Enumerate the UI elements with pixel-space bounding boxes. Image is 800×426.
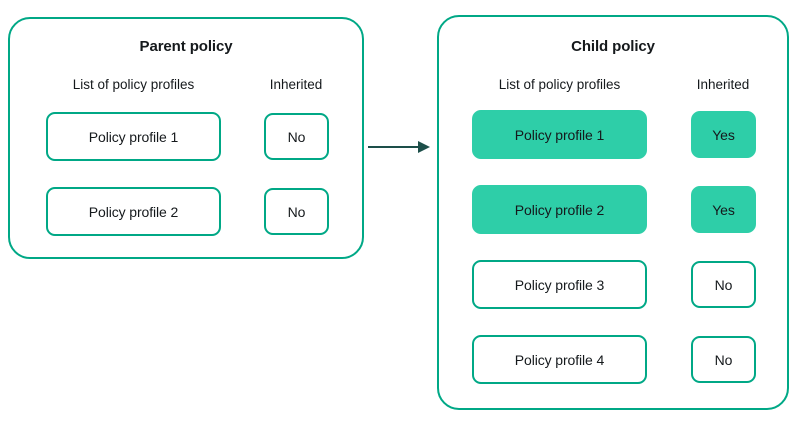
parent-inherited-box-1[interactable]: No (264, 113, 329, 160)
table-row: Policy profile 2 No (46, 187, 362, 237)
child-column-header-inherited: Inherited (696, 77, 750, 92)
child-inherited-box-1[interactable]: Yes (691, 111, 756, 158)
child-profile-box-4[interactable]: Policy profile 4 (472, 335, 647, 384)
parent-policy-panel: Parent policy List of policy profiles In… (8, 17, 364, 259)
table-row: Policy profile 2 Yes (472, 185, 787, 235)
parent-profile-box-2[interactable]: Policy profile 2 (46, 187, 221, 236)
child-policy-panel: Child policy List of policy profiles Inh… (437, 15, 789, 410)
child-column-header-profiles: List of policy profiles (498, 77, 621, 92)
parent-profile-box-1[interactable]: Policy profile 1 (46, 112, 221, 161)
child-inherited-box-3[interactable]: No (691, 261, 756, 308)
table-row: Policy profile 1 Yes (472, 110, 787, 160)
child-inherited-box-4[interactable]: No (691, 336, 756, 383)
table-row: Policy profile 4 No (472, 335, 787, 385)
parent-inherited-box-2[interactable]: No (264, 188, 329, 235)
inheritance-arrow-icon (368, 141, 430, 153)
child-profile-box-1[interactable]: Policy profile 1 (472, 110, 647, 159)
child-policy-title: Child policy (571, 38, 655, 55)
table-row: Policy profile 3 No (472, 260, 787, 310)
child-profile-box-3[interactable]: Policy profile 3 (472, 260, 647, 309)
parent-column-header-inherited: Inherited (269, 77, 323, 92)
parent-column-header-profiles: List of policy profiles (72, 77, 195, 92)
child-inherited-box-2[interactable]: Yes (691, 186, 756, 233)
table-row: Policy profile 1 No (46, 112, 362, 162)
child-profile-box-2[interactable]: Policy profile 2 (472, 185, 647, 234)
parent-policy-title: Parent policy (139, 38, 233, 55)
